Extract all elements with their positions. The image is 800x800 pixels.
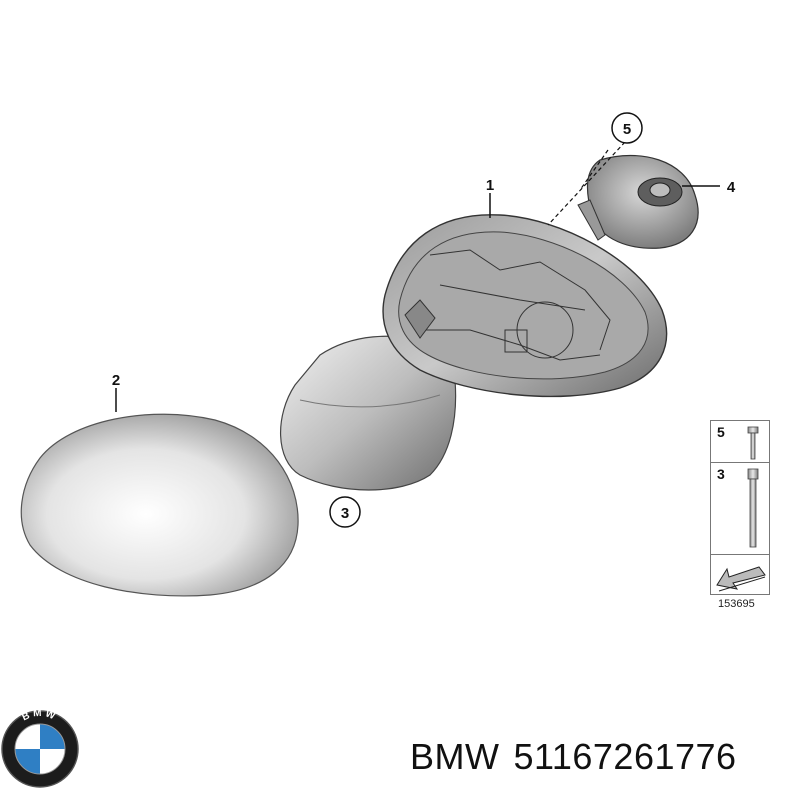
callout-4: 4 (727, 179, 736, 196)
leader-line-5b (579, 149, 609, 191)
mirror-base-icon (279, 335, 457, 491)
callout-circle-3 (329, 496, 361, 528)
callout-3: 3 (341, 505, 349, 522)
arrow-icon (716, 566, 766, 592)
logo-letters: BMW (20, 708, 56, 724)
callout-1: 1 (486, 177, 494, 194)
legend-number-3: 3 (717, 466, 725, 482)
part-caption: BMW 51167261776 (410, 736, 737, 778)
bolt-icon (747, 468, 759, 548)
hardware-legend: 5 3 (710, 420, 770, 595)
legend-number-5: 5 (717, 424, 725, 440)
bmw-logo-icon: BMW (1, 708, 79, 788)
legend-cell-3: 3 (711, 463, 769, 555)
brand-name: BMW (410, 736, 500, 777)
drawing-number: 153695 (718, 598, 755, 610)
legend-cell-5: 5 (711, 421, 769, 463)
mirror-glass-icon (577, 154, 699, 249)
mirror-housing-icon (382, 214, 668, 398)
callout-5: 5 (623, 121, 631, 138)
leader-line-5 (547, 141, 626, 226)
legend-arrow-cell (711, 555, 769, 595)
screw-icon (747, 426, 759, 460)
mirror-cap-icon (20, 413, 299, 597)
part-number: 51167261776 (513, 736, 737, 777)
callout-2: 2 (112, 372, 120, 389)
callout-circle-5 (611, 112, 643, 144)
svg-text:BMW: BMW (20, 708, 59, 724)
